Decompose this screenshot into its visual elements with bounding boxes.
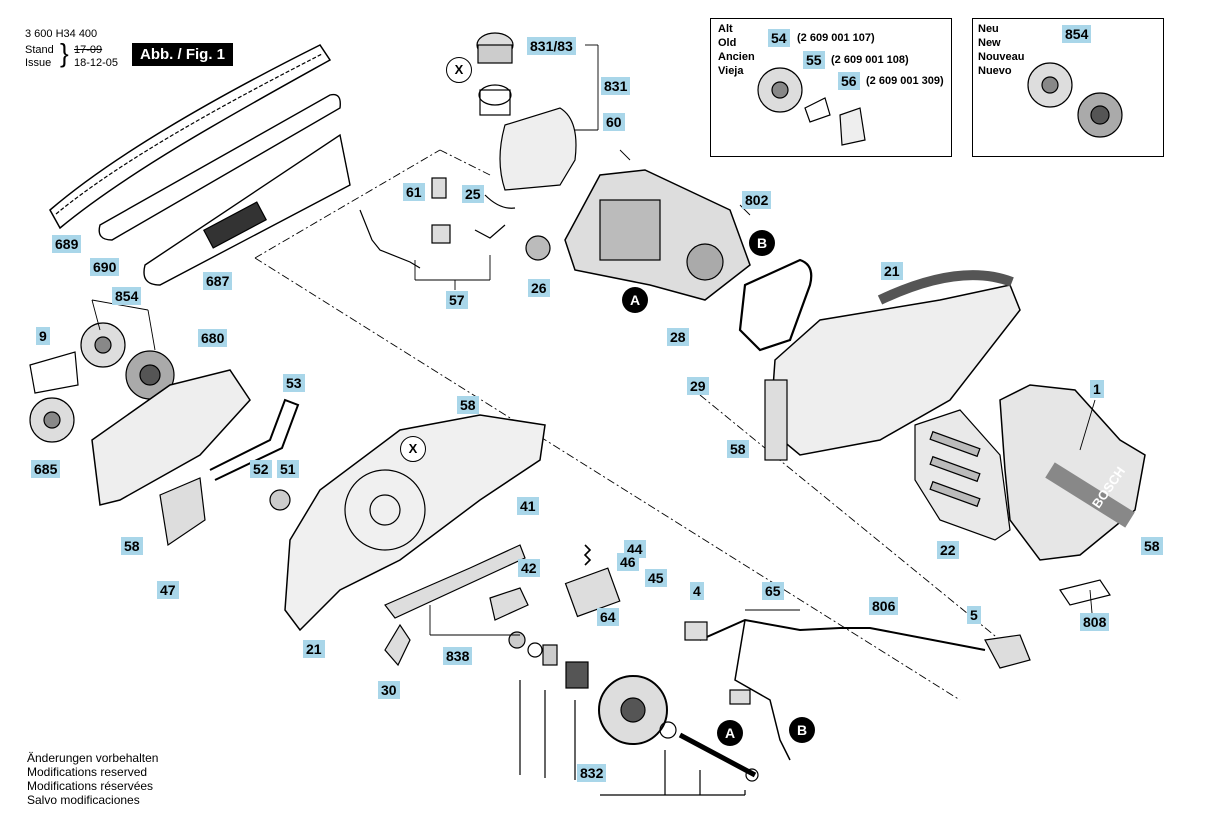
reference-marker-x-housing: X [400,436,426,462]
connection-marker-a: A [622,287,648,313]
guide-bar-shape [98,93,341,241]
part-831-83[interactable]: 831/83 [527,37,576,55]
inset-new-label: Nuevo [978,65,1012,77]
part-5[interactable]: 5 [967,606,981,624]
inset-old-label: Vieja [718,65,744,77]
saw-chain-shape [49,44,332,230]
part-64[interactable]: 64 [597,608,619,626]
leader-lines [91,44,1096,636]
inset-old-parts [710,18,952,157]
part-58-b[interactable]: 58 [457,396,479,414]
part-56[interactable]: 56 [838,72,860,90]
disclaimer-line: Salvo modificaciones [27,793,140,807]
connection-marker-b: B [749,230,775,256]
inset-new-parts [972,18,1164,157]
part-689[interactable]: 689 [52,235,82,253]
inset-old-label: Old [718,37,737,49]
old-date: 17-09 [74,44,103,56]
part-29[interactable]: 29 [687,377,709,395]
housing-right-shape [764,270,1021,461]
part-45[interactable]: 45 [645,569,667,587]
disclaimer-line: Modifications réservées [27,779,154,793]
part-802[interactable]: 802 [742,191,772,209]
part-60[interactable]: 60 [603,113,625,131]
part-1[interactable]: 1 [1090,380,1104,398]
connection-marker-b-wiring: B [789,717,815,743]
assembly-lines [254,149,1001,701]
brace-glyph: } [60,38,69,68]
inset-new-label: Nouveau [978,51,1025,63]
part-30[interactable]: 30 [378,681,400,699]
bar-cover-shape [143,133,351,286]
part-57[interactable]: 57 [446,291,468,309]
inset-new-labels: Neu New Nouveau Nuevo [978,22,1024,78]
part-854[interactable]: 854 [112,287,142,305]
part-55[interactable]: 55 [803,51,825,69]
part-690[interactable]: 690 [90,258,120,276]
part-58-a[interactable]: 58 [727,440,749,458]
inset-old-labels: Alt Old Ancien Vieja [718,22,755,78]
part-808[interactable]: 808 [1080,613,1110,631]
motor-shape [564,169,751,301]
disclaimer-line: Modifications reserved [27,765,148,779]
connection-marker-a-wiring: A [717,720,743,746]
inset-new-label: New [978,37,1001,49]
part-25[interactable]: 25 [462,185,484,203]
part-806[interactable]: 806 [869,597,899,615]
figure-label: Abb. / Fig. 1 [132,43,233,66]
part-65[interactable]: 65 [762,582,784,600]
part-26[interactable]: 26 [528,279,550,297]
part-58-c[interactable]: 58 [121,537,143,555]
part-55-code: (2 609 001 108) [831,54,909,66]
part-54-code: (2 609 001 107) [797,32,875,44]
document-number: 3 600 H34 400 [25,28,98,40]
part-22[interactable]: 22 [937,541,959,559]
reference-marker-x: X [446,57,472,83]
part-21-right[interactable]: 21 [881,262,903,280]
part-42[interactable]: 42 [518,559,540,577]
part-685[interactable]: 685 [31,460,61,478]
part-61[interactable]: 61 [403,183,425,201]
new-date: 18-12-05 [74,57,119,69]
disclaimer-line: Änderungen vorbehalten [27,751,159,765]
inset-old-label: Alt [718,23,733,35]
part-54[interactable]: 54 [768,29,790,47]
part-51[interactable]: 51 [277,460,299,478]
part-854-new[interactable]: 854 [1062,25,1092,43]
part-831[interactable]: 831 [601,77,631,95]
inset-old-label: Ancien [718,51,755,63]
part-41[interactable]: 41 [517,497,539,515]
part-52[interactable]: 52 [250,460,272,478]
housing-left-shape [284,414,546,632]
part-680[interactable]: 680 [198,329,228,347]
issue-label: Issue [25,57,52,69]
part-56-code: (2 609 001 309) [866,75,944,87]
disclaimer: Änderungen vorbehalten Modifications res… [27,751,158,807]
part-58-d[interactable]: 58 [1141,537,1163,555]
part-46[interactable]: 46 [617,553,639,571]
rear-cover-shape [999,384,1146,561]
part-838[interactable]: 838 [443,647,473,665]
stand-label: Stand [25,44,54,56]
part-21-left[interactable]: 21 [303,640,325,658]
part-47[interactable]: 47 [157,581,179,599]
part-53[interactable]: 53 [283,374,305,392]
part-832[interactable]: 832 [577,764,607,782]
part-4[interactable]: 4 [690,582,704,600]
part-9[interactable]: 9 [36,327,50,345]
inset-new-label: Neu [978,23,999,35]
part-28[interactable]: 28 [667,328,689,346]
part-687[interactable]: 687 [203,272,233,290]
